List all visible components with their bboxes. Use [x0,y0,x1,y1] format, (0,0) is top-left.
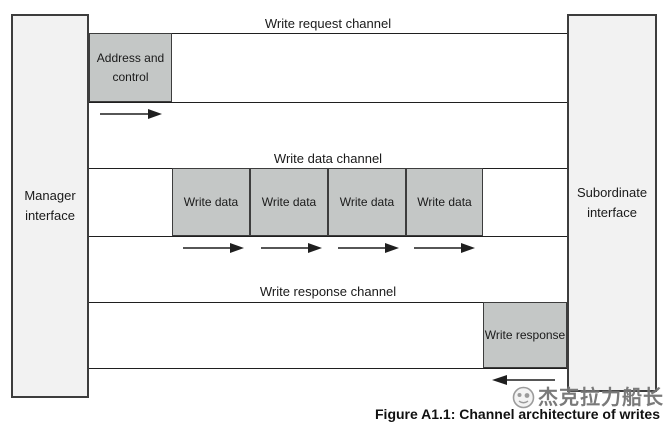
address-and-control-label: Address and control [96,50,165,84]
manager-interface-label: Manager interface [24,187,76,223]
response-lane-top-line [89,302,567,303]
subordinate-interface-label: Subordinate interface [576,184,648,220]
address-and-control-box: Address and control [89,33,172,102]
watermark-logo-icon [512,386,535,409]
right-arrow-icon [183,243,244,253]
write-data-label: Write data [417,194,472,209]
right-arrow-icon [414,243,475,253]
data-lane-bottom-line [89,236,567,237]
write-request-channel-label: Write request channel [264,16,392,31]
write-data-box-4: Write data [406,168,483,236]
subordinate-interface-box: Subordinate interface [567,14,657,392]
write-data-channel-label: Write data channel [273,151,383,166]
right-arrow-icon [100,109,162,119]
figure-caption: Figure A1.1: Channel architecture of wri… [375,406,660,422]
right-arrow-icon [338,243,399,253]
write-data-box-1: Write data [172,168,250,236]
manager-interface-box: Manager interface [11,14,89,398]
request-lane-top-line [89,33,567,34]
write-response-channel-label: Write response channel [259,284,397,299]
write-data-box-3: Write data [328,168,406,236]
right-arrow-icon [261,243,322,253]
write-response-label: Write response [484,327,566,342]
request-lane-bottom-line [89,102,567,103]
left-arrow-icon [492,375,555,385]
watermark-text: 杰克拉力船长 [538,386,664,409]
write-data-label: Write data [183,194,239,209]
write-response-box: Write response [483,302,567,368]
response-lane-bottom-line [89,368,567,369]
watermark: 杰克拉力船长 [512,386,664,409]
write-data-label: Write data [261,194,317,209]
write-data-box-2: Write data [250,168,328,236]
write-data-label: Write data [339,194,395,209]
